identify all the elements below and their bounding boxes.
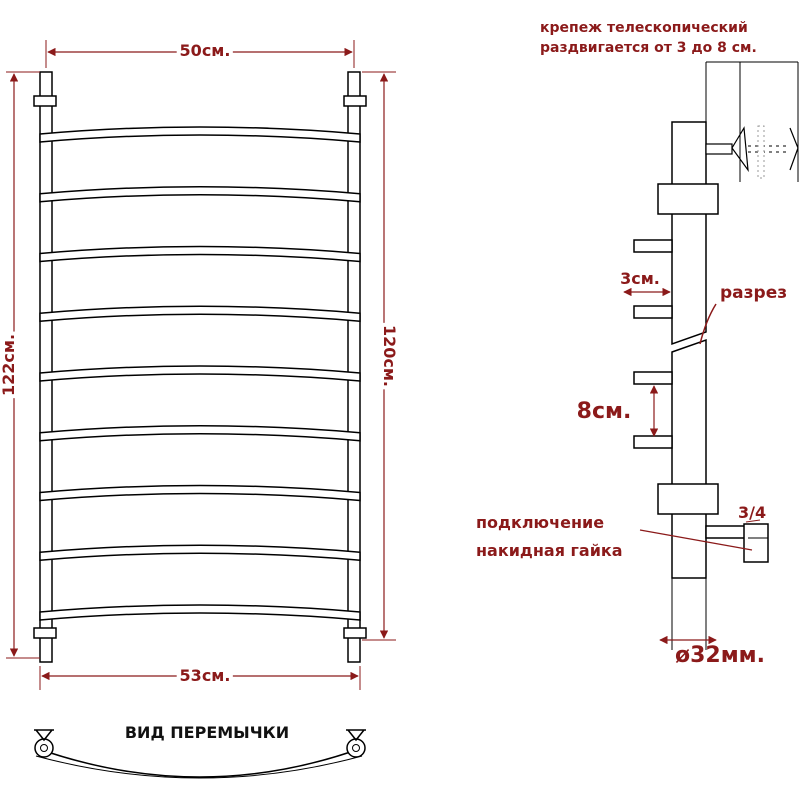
connection-label-line1: подключение [476,513,604,532]
fitting-top-left [33,95,57,107]
side-fitting-top [657,183,719,215]
connection-label-line2: накидная гайка [476,541,623,560]
union-nut [743,523,769,563]
fitting-bottom-right [343,627,367,639]
crossbar [39,365,361,382]
mount-note-line2: раздвигается от 3 до 8 см. [540,40,757,56]
right-upright [347,71,361,663]
crossbar [39,245,361,263]
fitting-bottom-left [33,627,57,639]
crossbar-view: ВИД ПЕРЕМЫЧКИ [34,723,366,779]
crossbar [39,305,361,323]
side-view: крепеж телескопический раздвигается от 3… [476,20,799,668]
crossbar [39,544,361,562]
bottom-width-dimension: 53см. [180,666,231,685]
crossbar [39,604,361,621]
crossbar [39,126,361,143]
wall-mount-rod [705,143,733,155]
crossbar [39,484,361,502]
cut-label: разрез [720,283,787,303]
fitting-top-right [343,95,367,107]
thread-size-label: 3/4 [738,503,766,522]
left-upright [39,71,53,663]
left-height-dimension: 122см. [0,334,18,396]
crossbar [39,425,361,442]
right-height-dimension: 120см. [380,325,399,387]
crossbar [39,186,361,203]
front-view: 50см. 53см. 122см. 120см. [0,37,403,690]
side-fitting-bottom [657,483,719,515]
bracket-offset-dimension: 3см. [620,269,660,288]
mount-note-line1: крепеж телескопический [540,20,748,36]
top-width-dimension: 50см. [180,41,231,60]
crossbar-view-label: ВИД ПЕРЕМЫЧКИ [125,723,289,742]
bracket-spacing-dimension: 8см. [577,399,632,424]
pipe-diameter-dimension: ø32мм. [675,643,765,668]
